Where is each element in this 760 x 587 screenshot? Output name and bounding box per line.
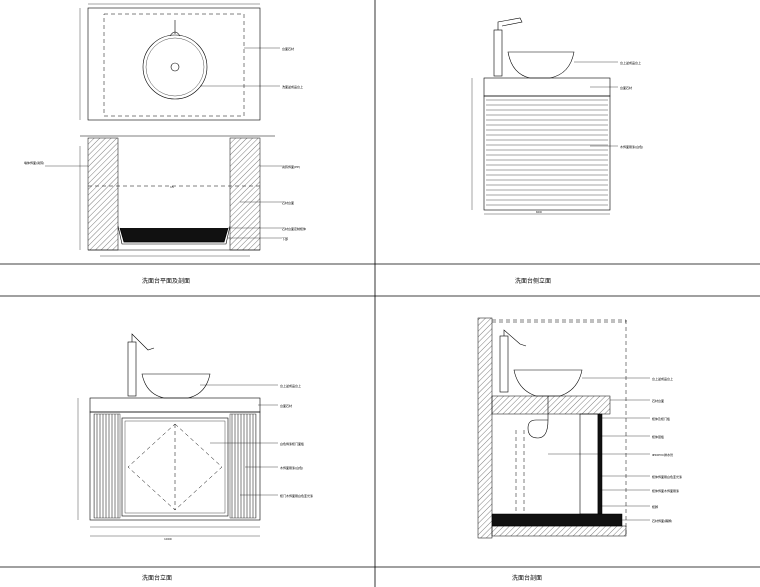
wall-left-hatch [87, 137, 119, 251]
cabinet-hidden-line [103, 13, 245, 117]
annotation-label: 下部 [282, 236, 288, 241]
slat-lines [486, 99, 608, 206]
annotation-label: 石材台面定制柜体 [282, 226, 306, 231]
faucet-icon [493, 29, 503, 77]
annotation-label: 木饰面刷漆(白色) [620, 144, 643, 149]
annotation-label: 台上盆成品台上 [652, 376, 673, 381]
dimension-label: 15 [170, 185, 174, 189]
cabinet-side-panel [483, 95, 611, 211]
annotation-label: Φ50PVC排水管 [652, 452, 673, 457]
panel-side-elevation: 600 台上盆成品台上 台面石材 木饰面刷漆(白色) 洗面台侧立面 [471, 17, 643, 285]
annotation-label: 墙体饰面(瓷砖) [24, 160, 44, 165]
panel-caption: 洗面台剖面 [512, 574, 542, 582]
annotation-label: 柜体及柜门板 [652, 416, 670, 421]
slatted-panel-left [93, 413, 121, 519]
p-trap-pipe [527, 396, 549, 439]
panel-caption: 洗面台平面及剖面 [142, 277, 190, 285]
dimension-label: 600 [536, 210, 542, 214]
annotation-label: 台面石材 [280, 403, 292, 408]
annotation-label: 木饰面刷漆(白色) [280, 465, 303, 470]
annotation-label: 洗面盆成品台上 [282, 84, 303, 89]
annotation-label: 台面石材 [282, 46, 294, 51]
vessel-basin [507, 51, 575, 79]
skirting-base [491, 513, 623, 527]
annotation-label: 柜体饰面刷白色亚光漆 [652, 474, 682, 479]
panel-section: 台上盆成品台上 石材台面 柜体及柜门板 柜体层板 Φ50PVC排水管 柜体饰面刷… [477, 317, 682, 582]
annotation-label: 石材台面 [652, 398, 664, 403]
cabinet-body [89, 411, 261, 521]
panel-front-elevation: 1000 台上盆成品台上 台面石材 白色烤漆柜门面板 木饰面刷漆(白色) 柜门木… [77, 333, 313, 582]
annotation-label: 台上盆成品台上 [620, 60, 641, 65]
cabinet-door [121, 417, 229, 517]
panel-caption: 洗面台侧立面 [515, 277, 551, 285]
annotation-label: 瓷砖饰面(PP) [282, 164, 300, 169]
stone-countertop [89, 397, 261, 413]
cabinet-door-section [579, 413, 599, 515]
floor-hatch [491, 525, 627, 537]
annotation-label: 台上盆成品台上 [280, 383, 301, 388]
annotation-label: 石材饰面(踢脚) [652, 518, 672, 523]
vessel-basin [513, 369, 583, 397]
annotation-label: 白色烤漆柜门面板 [280, 441, 304, 446]
back-wall-hatch [477, 317, 493, 539]
drain-icon [170, 62, 180, 72]
dimension-label: 1000 [164, 537, 172, 541]
panel-plan-section: 台面石材 洗面盆成品台上 15 墙体饰面(瓷砖) 瓷砖饰面(PP) 石材台面 石… [24, 3, 306, 285]
annotation-label: 柜门木饰面刷白色亚光漆 [280, 493, 313, 498]
wall-right-hatch [229, 137, 261, 251]
annotation-label: 石材台面 [282, 200, 294, 205]
basin-circle [142, 34, 208, 100]
annotation-label: 柜体饰面木饰面刷漆 [652, 488, 679, 493]
stone-countertop [491, 395, 611, 415]
counter-section [117, 225, 231, 245]
faucet-icon [127, 341, 137, 397]
slatted-panel-right [229, 413, 257, 519]
vanity-top-outline [87, 7, 261, 121]
annotation-label: 柜体层板 [652, 434, 664, 439]
vessel-basin [141, 373, 211, 399]
annotation-label: 柜脚 [652, 504, 658, 509]
panel-caption: 洗面台立面 [142, 574, 172, 582]
faucet-icon [499, 335, 509, 393]
annotation-label: 台面石材 [620, 85, 632, 90]
